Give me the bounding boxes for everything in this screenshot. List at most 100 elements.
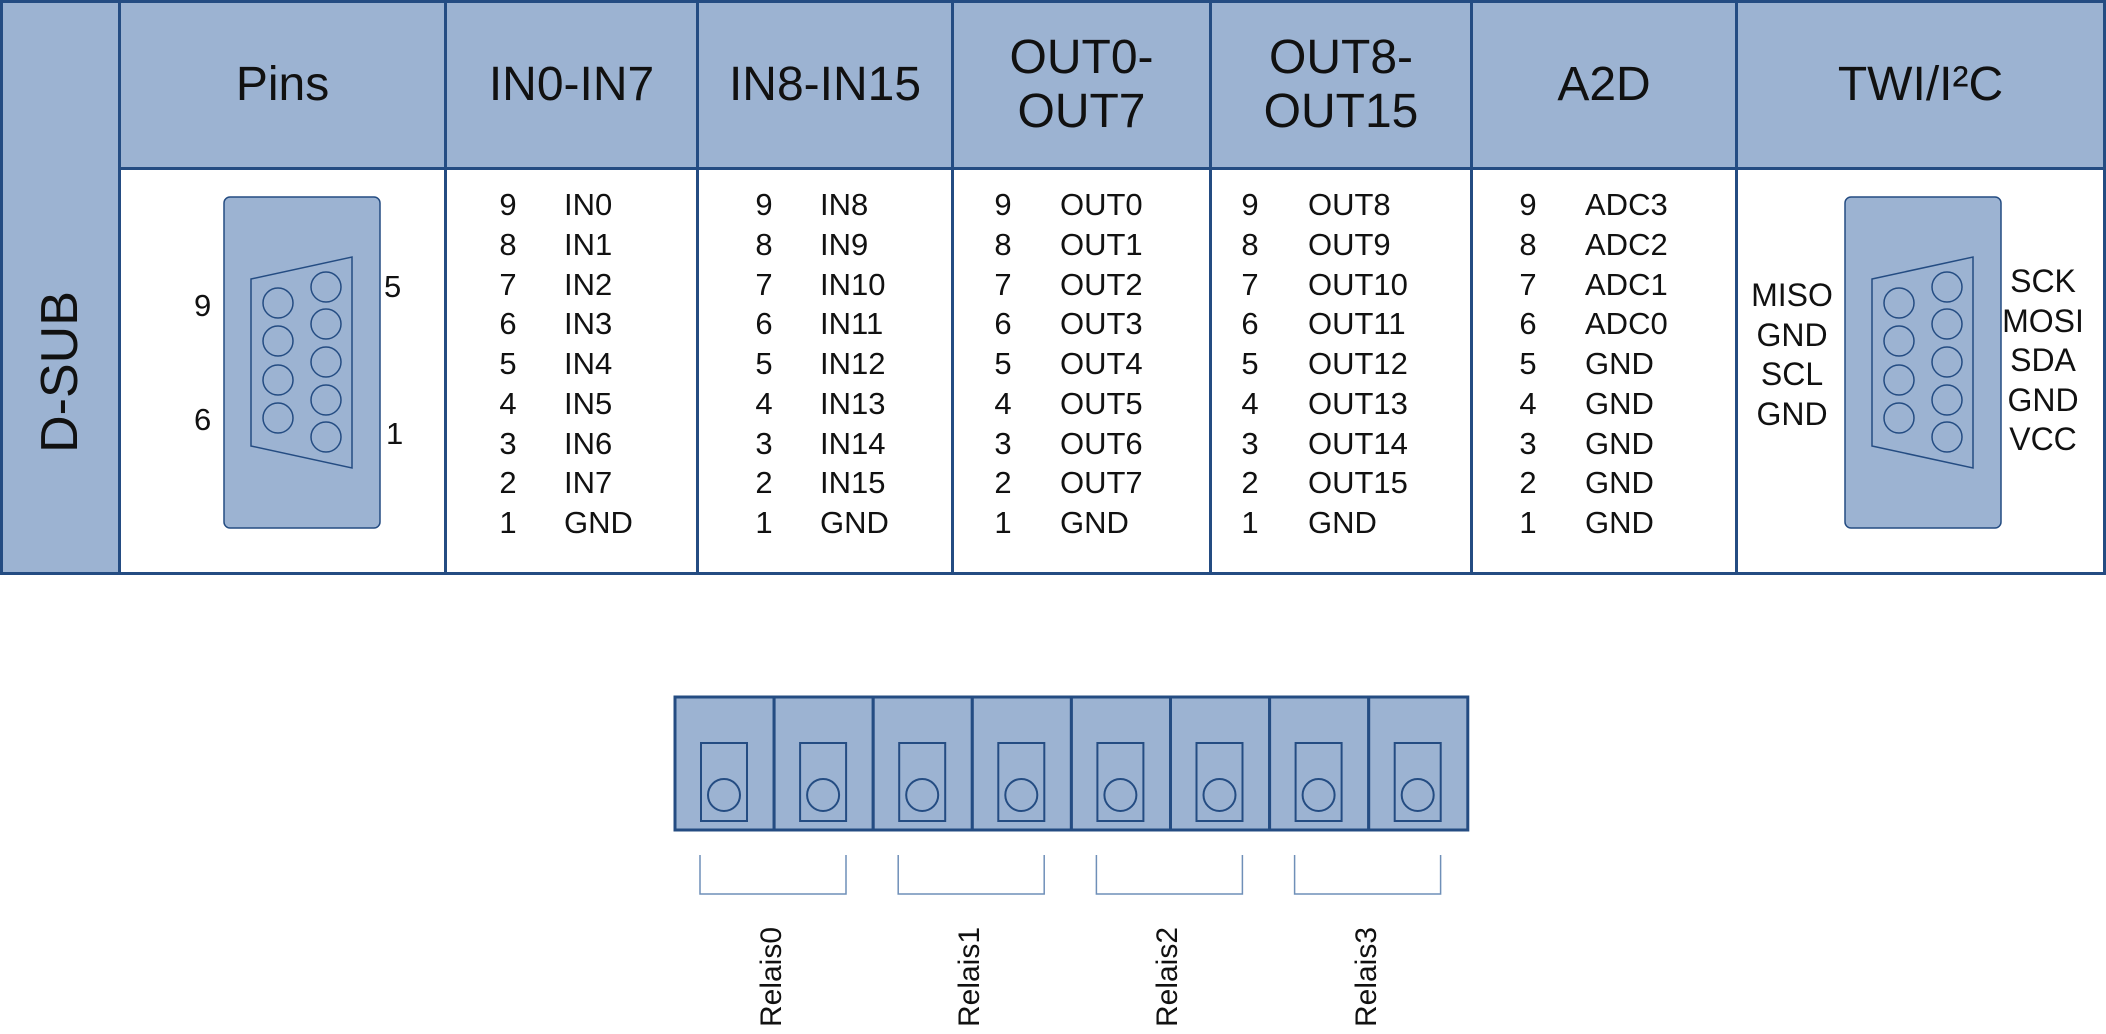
header-pins-label: Pins	[235, 58, 330, 111]
pin-signal-a2d: ADC3	[1585, 187, 1668, 222]
header-pins: Pins	[118, 0, 447, 170]
dsub-side-cell	[0, 0, 121, 575]
pin-number: 8	[755, 226, 773, 262]
pin-number: 4	[994, 385, 1012, 421]
pin-number: 7	[1241, 266, 1259, 302]
pin-signal-out0_7: GND	[1060, 505, 1129, 540]
pin-number: 9	[1519, 187, 1537, 222]
body-in8-in15	[696, 167, 954, 575]
pin-signal-a2d: GND	[1585, 385, 1654, 421]
twi-left-signal: MISO	[1751, 277, 1833, 313]
pin-signal-a2d: GND	[1585, 425, 1654, 461]
pin-signal-in0_7: IN2	[564, 266, 613, 302]
header-in0-in7-label: IN0-IN7	[488, 58, 655, 111]
pin-signal-in0_7: IN4	[564, 346, 613, 381]
relay-bracket	[897, 855, 1045, 895]
twi-right-signal: MOSI	[2002, 302, 2084, 339]
pin-signal-a2d: GND	[1585, 505, 1654, 540]
pin-number: 2	[994, 465, 1012, 501]
header-twi-label: TWI/I²C	[1837, 58, 2004, 111]
pin-signal-in0_7: GND	[564, 505, 633, 540]
pin-number: 9	[1241, 187, 1259, 222]
pin-signal-out0_7: OUT1	[1060, 226, 1143, 262]
pin-signal-out8_15: GND	[1308, 505, 1377, 540]
relay-label: Relais2	[1151, 926, 1185, 1028]
twi-left-signal: GND	[1756, 316, 1828, 353]
pin-signal-out0_7: OUT2	[1060, 266, 1143, 302]
relay-brackets	[699, 855, 1442, 895]
terminal-screw	[1004, 778, 1039, 812]
pin-signal-out0_7: OUT3	[1060, 306, 1143, 342]
pin-number: 9	[994, 187, 1012, 222]
pin-signal-a2d: GND	[1585, 465, 1654, 501]
pin-number: 2	[499, 465, 517, 501]
pin-signal-in0_7: IN6	[564, 425, 613, 461]
body-in0-in7	[444, 167, 699, 575]
header-out8-out15-label: OUT8- OUT15	[1263, 31, 1419, 138]
pin-number: 4	[755, 385, 773, 421]
pin-signal-in8_15: IN9	[820, 226, 869, 262]
pin-signal-in8_15: IN15	[820, 465, 886, 501]
terminal-screw	[1202, 778, 1237, 812]
pin-signal-out8_15: OUT11	[1308, 306, 1406, 342]
pin-signal-out0_7: OUT4	[1060, 346, 1143, 381]
pin-number: 7	[499, 266, 517, 302]
pin-signal-out8_15: OUT9	[1308, 226, 1391, 262]
pin-number: 3	[994, 425, 1012, 461]
pin-signal-in0_7: IN1	[564, 226, 613, 262]
pin-number: 6	[1241, 306, 1259, 342]
pin-number: 9	[499, 187, 517, 222]
relay-bracket	[699, 855, 847, 895]
pin-signal-in8_15: IN14	[820, 425, 886, 461]
header-out8-out15: OUT8- OUT15	[1209, 0, 1473, 170]
pin-signal-out8_15: OUT15	[1308, 465, 1408, 501]
pin-signal-in0_7: IN3	[564, 306, 613, 342]
pin-signal-in8_15: IN13	[820, 385, 886, 421]
header-in8-in15-label: IN8-IN15	[728, 58, 922, 111]
pin-number: 1	[1241, 505, 1259, 540]
terminal-screw	[905, 778, 940, 812]
pin-signal-in0_7: IN7	[564, 465, 613, 501]
header-twi: TWI/I²C	[1735, 0, 2106, 170]
pin-number: 3	[499, 425, 517, 461]
pin-signal-out8_15: OUT12	[1308, 346, 1408, 381]
pin-signal-in8_15: IN8	[820, 187, 869, 222]
pin-signal-out8_15: OUT13	[1308, 385, 1408, 421]
relay-terminal-block	[673, 695, 1470, 832]
pin-number: 5	[499, 346, 517, 381]
pin-signal-in8_15: GND	[820, 505, 889, 540]
terminal-screw	[1400, 778, 1435, 812]
pins-label-5: 5	[384, 269, 402, 304]
pin-number: 8	[994, 226, 1012, 262]
terminal-screw	[1301, 778, 1336, 812]
dsub-connector-pins	[223, 196, 381, 529]
pin-signal-out0_7: OUT7	[1060, 465, 1143, 501]
pin-signal-in8_15: IN10	[820, 266, 886, 302]
pin-signal-in8_15: IN11	[820, 306, 884, 342]
dsub-connector-twi	[1844, 196, 2002, 529]
pin-signal-out0_7: OUT5	[1060, 385, 1143, 421]
pin-signal-in8_15: IN12	[820, 346, 886, 381]
body-a2d	[1470, 167, 1738, 575]
pin-number: 8	[1519, 226, 1537, 262]
twi-right-signal: VCC	[2009, 421, 2077, 457]
twi-right-signal: SDA	[2010, 342, 2076, 378]
pin-signal-in0_7: IN5	[564, 385, 613, 421]
pin-number: 2	[1519, 465, 1537, 501]
pin-signal-a2d: ADC2	[1585, 226, 1668, 262]
twi-right-signal: GND	[2007, 381, 2079, 418]
pin-number: 5	[1519, 346, 1537, 381]
pin-signal-out8_15: OUT8	[1308, 187, 1391, 222]
twi-left-signal: GND	[1756, 395, 1828, 432]
twi-right-signal: SCK	[2010, 263, 2076, 299]
pin-number: 2	[755, 465, 773, 501]
relay-bracket	[1293, 855, 1442, 895]
pin-number: 4	[1241, 385, 1259, 421]
header-out0-out7-label: OUT0- OUT7	[1009, 31, 1154, 138]
pin-number: 5	[994, 346, 1012, 381]
pin-number: 7	[755, 266, 773, 302]
pin-number: 6	[755, 306, 773, 342]
pin-number: 4	[1519, 385, 1537, 421]
body-out0-out7	[951, 167, 1212, 575]
pins-label-6: 6	[194, 402, 212, 437]
